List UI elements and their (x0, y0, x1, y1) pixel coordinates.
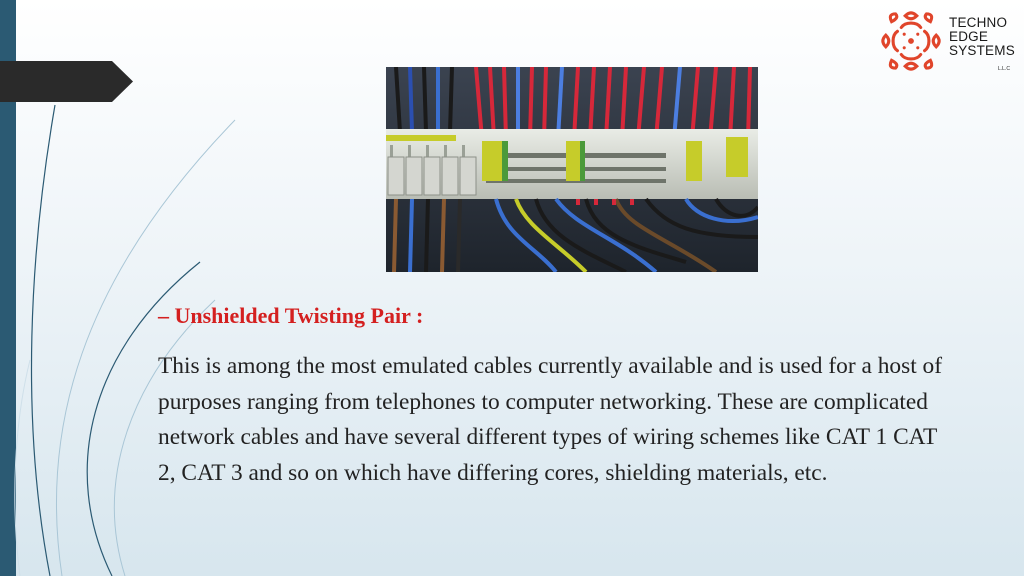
logo-suffix: L.L.C (998, 66, 1010, 72)
slide-heading: – Unshielded Twisting Pair : (158, 303, 424, 328)
logo-wordmark: TECHNO EDGE SYSTEMS (949, 16, 1015, 58)
slide-body-text: This is among the most emulated cables c… (158, 353, 943, 486)
left-accent-bar (0, 0, 16, 576)
logo-line-2: EDGE (949, 29, 989, 44)
techno-edge-logo-icon (881, 11, 941, 71)
company-logo: TECHNO EDGE SYSTEMS L.L.C (878, 8, 1018, 72)
decorative-swoosh-lines (14, 104, 236, 576)
logo-line-3: SYSTEMS (949, 43, 1015, 58)
network-cables-terminal-block-photo-icon (386, 67, 758, 272)
logo-line-1: TECHNO (949, 15, 1008, 30)
arrow-tab-decoration (0, 61, 133, 102)
network-cables-photo (386, 67, 758, 272)
